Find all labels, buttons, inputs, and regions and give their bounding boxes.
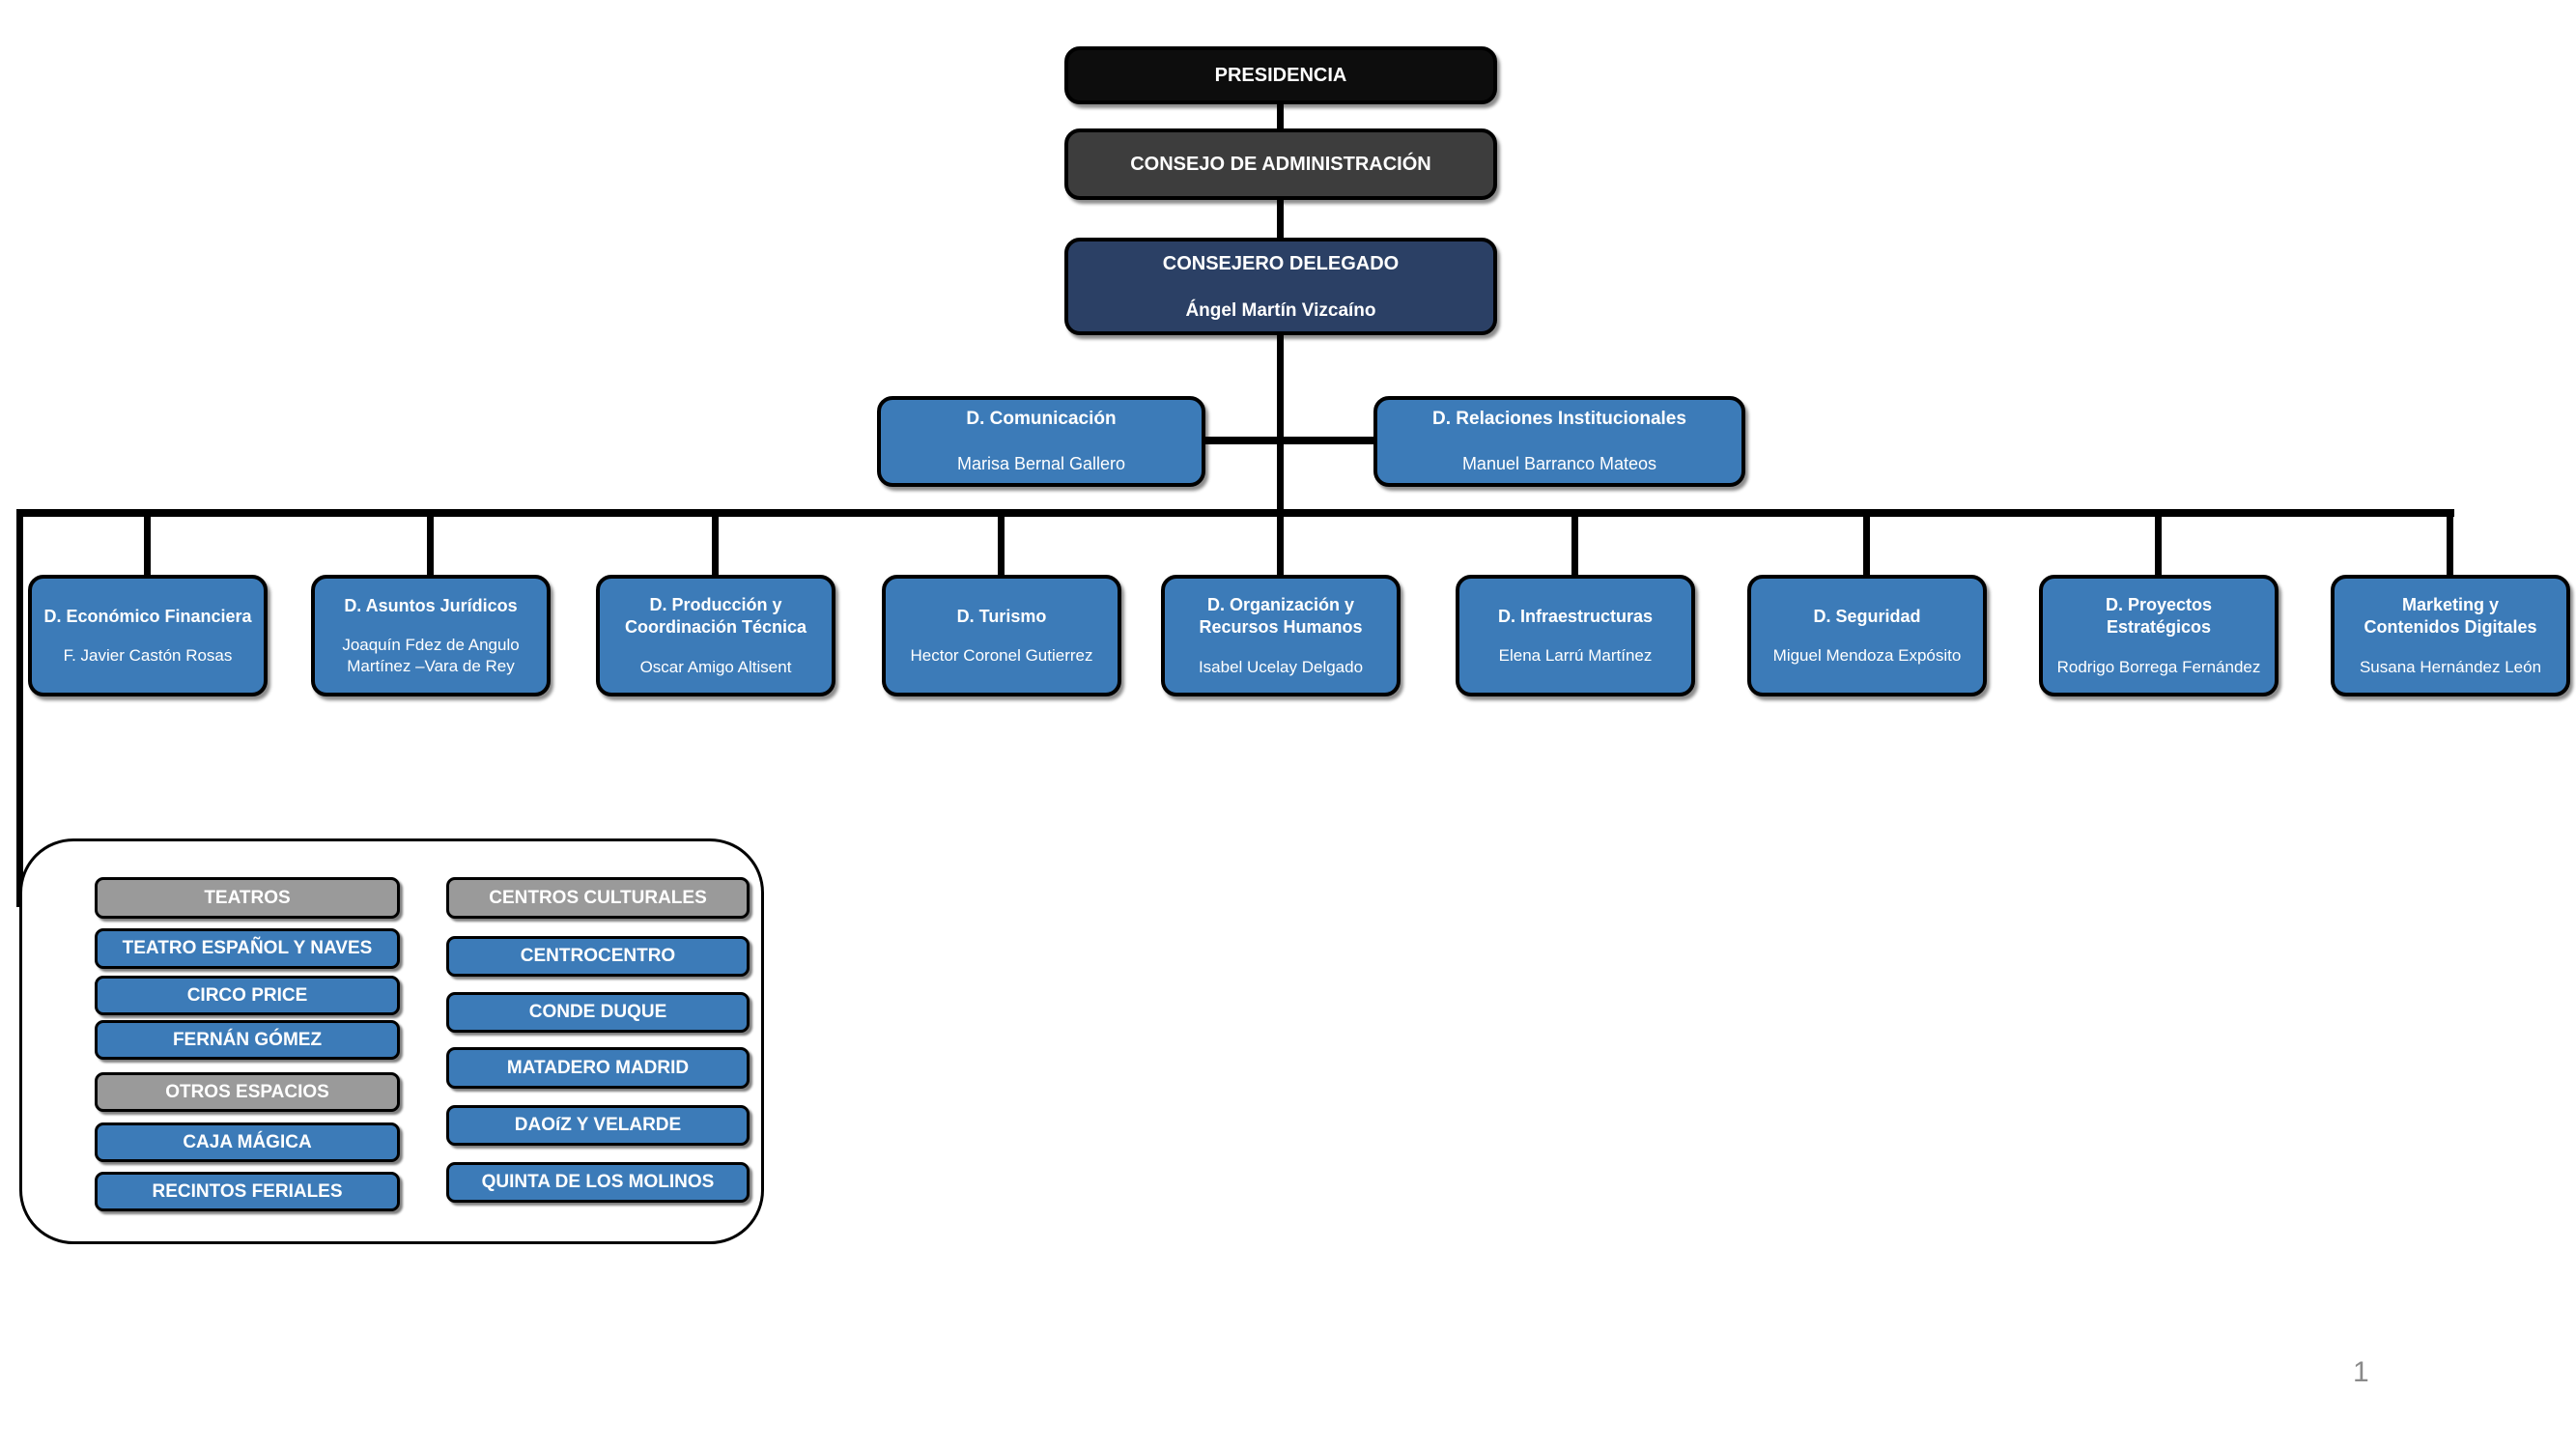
venues-panel: TEATROS TEATRO ESPAÑOL Y NAVES CIRCO PRI… [19,838,764,1244]
box-dept-produccion-coordinacion: D. Producción y Coordinación Técnica Osc… [596,575,835,696]
box-dept-marketing-contenidos: Marketing y Contenidos Digitales Susana … [2331,575,2570,696]
dept-title: D. Asuntos Jurídicos [344,596,518,616]
venue-quinta-molinos: QUINTA DE LOS MOLINOS [446,1162,750,1203]
box-comunicacion: D. Comunicación Marisa Bernal Gallero [877,396,1205,487]
venue-otros-espacios-header: OTROS ESPACIOS [95,1072,400,1112]
box-consejero-delegado: CONSEJERO DELEGADO Ángel Martín Vizcaíno [1064,238,1497,335]
connector-main-horizontal [16,509,2454,517]
dept-title: D. Organización y Recursos Humanos [1199,594,1363,638]
connector-stub-dept-9 [2447,515,2453,577]
box-presidencia: PRESIDENCIA [1064,46,1497,104]
dept-name: Susana Hernández León [2359,657,2542,676]
dept-name: Isabel Ucelay Delgado [1198,657,1364,676]
page-number: 1 [2353,1356,2369,1388]
dept-title: D. Producción y Coordinación Técnica [624,594,807,638]
venue-teatro-espanol: TEATRO ESPAÑOL Y NAVES [95,928,400,969]
connector-stub-dept-8 [2155,515,2162,577]
comunicacion-title: D. Comunicación [966,409,1117,430]
venue-daoiz-velarde: DAOíZ Y VELARDE [446,1105,750,1146]
connector-stub-dept-3 [712,515,719,577]
presidencia-title: PRESIDENCIA [1214,65,1347,86]
venue-caja-magica: CAJA MÁGICA [95,1122,400,1162]
connector-stub-dept-1 [144,515,151,577]
dept-name: Hector Coronel Gutierrez [910,646,1093,666]
dept-title: Marketing y Contenidos Digitales [2364,594,2537,638]
venue-recintos-feriales: RECINTOS FERIALES [95,1172,400,1211]
box-dept-asuntos-juridicos: D. Asuntos Jurídicos Joaquín Fdez de Ang… [311,575,551,696]
venue-fernan-gomez: FERNÁN GÓMEZ [95,1020,400,1060]
connector-stub-dept-6 [1571,515,1578,577]
dept-name: Elena Larrú Martínez [1498,646,1653,666]
box-dept-organizacion-rrhh: D. Organización y Recursos Humanos Isabe… [1161,575,1401,696]
venue-conde-duque: CONDE DUQUE [446,992,750,1033]
dept-title: D. Infraestructuras [1497,606,1654,626]
consejero-title: CONSEJERO DELEGADO [1162,252,1400,274]
venue-matadero-madrid: MATADERO MADRID [446,1047,750,1089]
dept-title: D. Turismo [956,606,1047,626]
connector-stub-dept-4 [998,515,1005,577]
dept-name: Miguel Mendoza Expósito [1772,646,1962,666]
box-dept-infraestructuras: D. Infraestructuras Elena Larrú Martínez [1456,575,1695,696]
box-dept-economico-financiera: D. Económico Financiera F. Javier Castón… [28,575,268,696]
relaciones-name: Manuel Barranco Mateos [1461,454,1657,474]
venue-centrocentro: CENTROCENTRO [446,936,750,977]
box-consejo-administracion: CONSEJO DE ADMINISTRACIÓN [1064,128,1497,200]
box-dept-proyectos-estrategicos: D. Proyectos Estratégicos Rodrigo Borreg… [2039,575,2279,696]
connector-stub-dept-7 [1863,515,1870,577]
venue-centros-culturales-header: CENTROS CULTURALES [446,877,750,919]
dept-name: Joaquín Fdez de Angulo Martínez –Vara de… [342,636,520,675]
dept-title: D. Seguridad [1813,606,1921,626]
dept-name: Oscar Amigo Altisent [639,657,792,676]
relaciones-title: D. Relaciones Institucionales [1432,409,1686,430]
box-relaciones-institucionales: D. Relaciones Institucionales Manuel Bar… [1373,396,1745,487]
venue-teatros-header: TEATROS [95,877,400,919]
dept-title: D. Proyectos Estratégicos [2105,594,2213,638]
consejo-title: CONSEJO DE ADMINISTRACIÓN [1130,154,1431,175]
box-dept-turismo: D. Turismo Hector Coronel Gutierrez [882,575,1121,696]
connector-left-drop [16,509,23,907]
connector-central-vertical [1277,333,1284,577]
dept-name: F. Javier Castón Rosas [63,646,233,666]
connector-presidencia-consejo [1277,101,1284,132]
comunicacion-name: Marisa Bernal Gallero [956,454,1126,474]
dept-title: D. Económico Financiera [43,606,252,626]
consejero-name: Ángel Martín Vizcaíno [1185,299,1376,321]
connector-staff-horizontal [1203,437,1376,444]
dept-name: Rodrigo Borrega Fernández [2056,657,2261,676]
connector-stub-dept-2 [427,515,434,577]
box-dept-seguridad: D. Seguridad Miguel Mendoza Expósito [1747,575,1987,696]
connector-consejo-consejero [1277,197,1284,242]
venue-circo-price: CIRCO PRICE [95,976,400,1015]
